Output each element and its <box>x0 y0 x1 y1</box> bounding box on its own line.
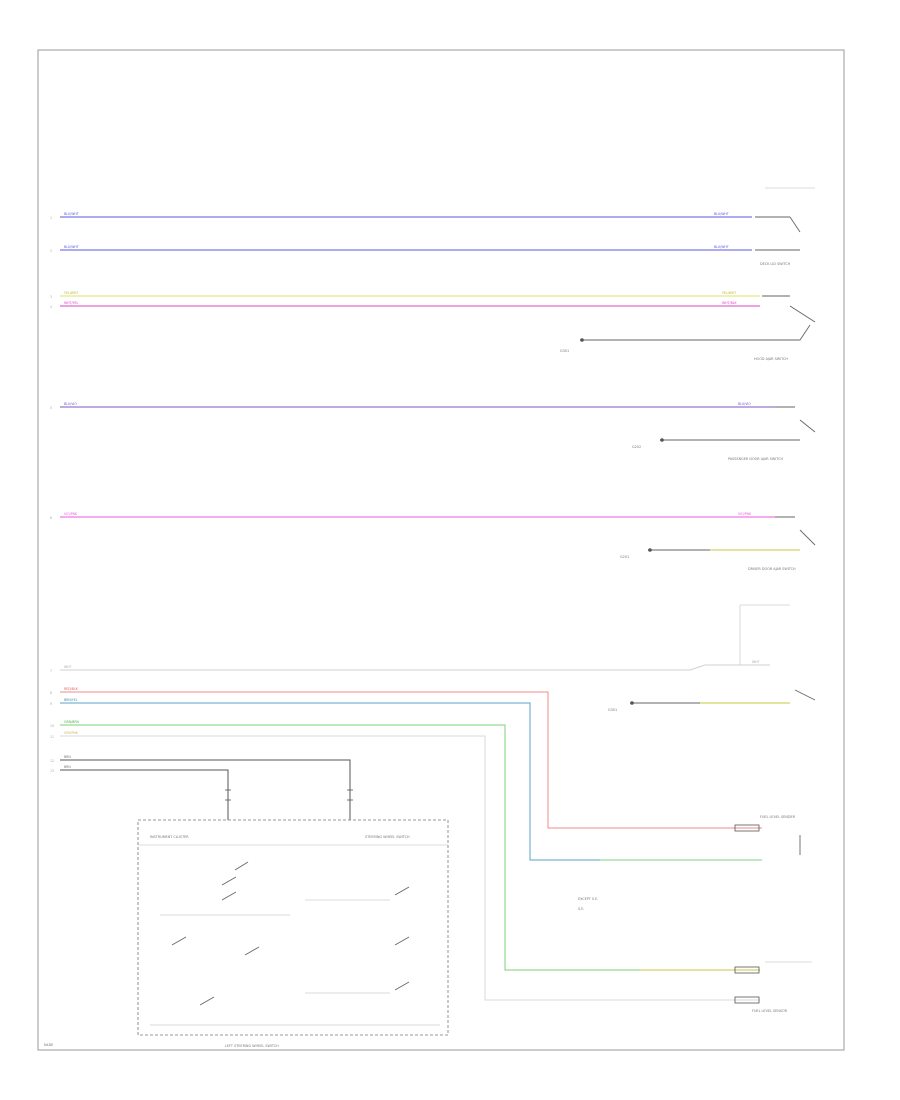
pin-3: 3 <box>50 295 52 299</box>
left-steering-wheel-switch-label: LEFT STEERING WHEEL SWITCH <box>225 1044 279 1048</box>
wire-8: RED/BLK 8 <box>50 687 762 829</box>
pin-1: 1 <box>50 216 52 220</box>
steering-wheel-switch-box: INSTRUMENT CLUSTER STEERING WHEEL SWITCH <box>137 819 449 1036</box>
wire-3: YEL/WHT YEL/WHT 3 <box>50 291 760 299</box>
ground-g2: G202 <box>632 445 641 449</box>
pin-8: 8 <box>50 691 52 695</box>
wire-7: WHT WHT 7 <box>50 660 770 673</box>
wire-4-label: WHT/YEL <box>64 301 79 305</box>
wire-5-right-label: BLU/VIO <box>738 402 751 406</box>
connector-marks <box>225 789 353 801</box>
ground-g3: G201 <box>620 555 629 559</box>
wire-9: BRN/YEL 9 <box>50 698 762 861</box>
wire-7-right-label: WHT <box>752 660 760 664</box>
wire-2-right-label: BLU/WHT <box>714 245 729 249</box>
fuel-level-sender: FUEL LEVEL SENDER <box>734 815 801 855</box>
legend-1: EXCEPT S.E. <box>578 897 598 901</box>
pin-5: 5 <box>50 406 52 410</box>
lower-door-switch: G301 <box>608 604 816 712</box>
hood-ajar-switch: HOOD AJAR SWITCH G301 <box>560 295 816 361</box>
wire-3-label: YEL/WHT <box>64 291 78 295</box>
pin-9: 9 <box>50 702 52 706</box>
fuel-level-sender-label: FUEL LEVEL SENDER <box>760 815 796 819</box>
wire-1-label: BLU/WHT <box>64 212 79 216</box>
wire-3-right-label: YEL/WHT <box>722 291 736 295</box>
pin-6: 6 <box>50 516 52 520</box>
legend-2: S.E. <box>578 907 584 911</box>
pin-12: 12 <box>50 759 54 763</box>
wire-5: BLU/VIO BLU/VIO 5 <box>50 402 775 410</box>
pin-7: 7 <box>50 669 52 673</box>
passenger-door-ajar-switch-label: PASSENGER DOOR AJAR SWITCH <box>728 457 783 461</box>
driver-door-ajar-switch: DRIVER DOOR AJAR SWITCH G201 <box>620 516 816 571</box>
wire-11: GRY/PNK 11 <box>50 731 760 1001</box>
wire-9-label: BRN/YEL <box>64 698 78 702</box>
wire-4-right-label: WHT/BLK <box>722 301 738 305</box>
fuel-level-sensor: FUEL LEVEL SENSOR <box>734 961 812 1013</box>
wire-1-right-label: BLU/WHT <box>714 212 729 216</box>
wire-12: BRN 12 <box>50 755 351 820</box>
pin-10: 10 <box>50 724 54 728</box>
hood-ajar-switch-label: HOOD AJAR SWITCH <box>754 357 788 361</box>
wire-1: BLU/WHT BLU/WHT 1 <box>50 212 752 220</box>
pin-11: 11 <box>50 735 54 739</box>
steering-wheel-switch-label: STEERING WHEEL SWITCH <box>365 835 410 839</box>
fuel-level-sensor-label: FUEL LEVEL SENSOR <box>752 1009 788 1013</box>
deck-lid-switch-label: DECK LID SWITCH <box>760 262 791 266</box>
passenger-door-ajar-switch: PASSENGER DOOR AJAR SWITCH G202 <box>632 406 816 461</box>
wire-10-label: GRN/BRN <box>64 720 80 724</box>
wire-10: GRN/BRN 10 <box>50 720 760 971</box>
wire-2: BLU/WHT BLU/WHT 2 <box>50 245 752 253</box>
wire-5-label: BLU/VIO <box>64 402 77 406</box>
wire-8-label: RED/BLK <box>64 687 79 691</box>
wire-6: VIO/PNK VIO/PNK 6 <box>50 512 775 520</box>
instrument-cluster-label: INSTRUMENT CLUSTER <box>150 835 189 839</box>
diagram-frame <box>37 49 845 1051</box>
pin-13: 13 <box>50 769 54 773</box>
legend: EXCEPT S.E. S.E. <box>578 897 598 911</box>
wire-11-label: GRY/PNK <box>64 731 79 735</box>
wire-2-label: BLU/WHT <box>64 245 79 249</box>
wire-4: WHT/YEL WHT/BLK 4 <box>50 301 760 309</box>
ground-g4: G301 <box>608 708 617 712</box>
pin-4: 4 <box>50 305 52 309</box>
footer-code: N4DE <box>44 1043 53 1047</box>
ground-g1: G301 <box>560 349 569 353</box>
wire-6-right-label: VIO/PNK <box>738 512 752 516</box>
wire-7-label: WHT <box>64 665 72 669</box>
wire-13-label: BRN <box>64 765 71 769</box>
driver-door-ajar-switch-label: DRIVER DOOR AJAR SWITCH <box>748 567 796 571</box>
wire-13: BRN 13 <box>50 765 229 820</box>
wire-6-label: VIO/PNK <box>64 512 78 516</box>
deck-lid-switch: DECK LID SWITCH <box>755 187 815 266</box>
pin-2: 2 <box>50 249 52 253</box>
wire-12-label: BRN <box>64 755 71 759</box>
